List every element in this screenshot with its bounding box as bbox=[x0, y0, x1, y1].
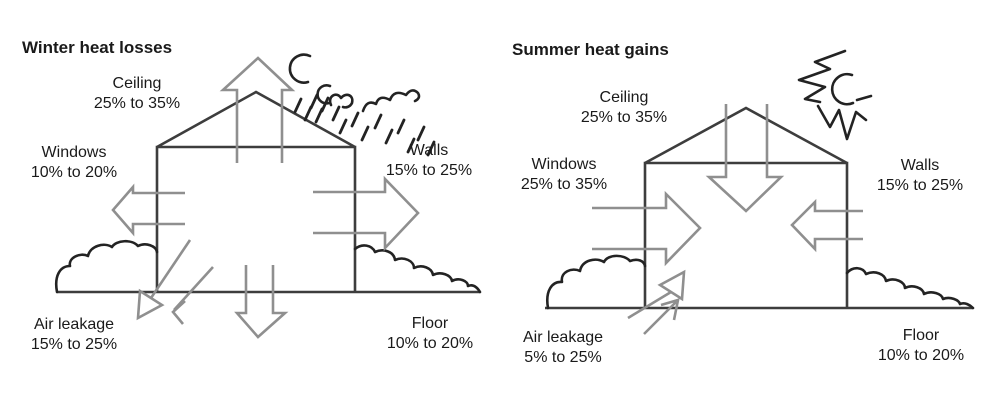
winter-arrows bbox=[111, 56, 420, 339]
summer-panel bbox=[545, 49, 975, 335]
label-name: Ceiling bbox=[112, 75, 162, 92]
summer-air-leakage-label: Air leakage 5% to 25% bbox=[523, 328, 603, 368]
summer-windows-arrow bbox=[592, 190, 702, 267]
label-range: 15% to 25% bbox=[30, 336, 118, 353]
label-range: 5% to 25% bbox=[524, 349, 602, 366]
winter-walls-arrow bbox=[313, 175, 420, 252]
winter-ceiling-arrow bbox=[219, 56, 296, 163]
label-name: Floor bbox=[902, 327, 940, 344]
label-range: 10% to 20% bbox=[877, 347, 965, 364]
label-name: Floor bbox=[411, 315, 449, 332]
winter-ceiling-label: Ceiling 25% to 35% bbox=[94, 74, 180, 114]
summer-left-bush bbox=[546, 254, 647, 310]
label-name: Air leakage bbox=[522, 329, 604, 346]
summer-arrows bbox=[592, 104, 863, 335]
label-name: Walls bbox=[900, 157, 940, 174]
summer-panel-title: Summer heat gains bbox=[512, 40, 669, 59]
summer-ceiling-arrow bbox=[705, 104, 785, 213]
winter-panel bbox=[54, 53, 482, 339]
winter-air-leakage-arrows bbox=[136, 239, 214, 325]
summer-walls-arrow bbox=[790, 198, 863, 253]
winter-air-leakage-label: Air leakage 15% to 25% bbox=[31, 315, 117, 355]
summer-air-leakage-arrows bbox=[627, 269, 686, 335]
summer-floor-label: Floor 10% to 20% bbox=[878, 326, 964, 366]
summer-ceiling-label: Ceiling 25% to 35% bbox=[581, 88, 667, 128]
label-range: 25% to 35% bbox=[93, 95, 181, 112]
winter-windows-label: Windows 10% to 20% bbox=[31, 143, 117, 183]
summer-right-bush bbox=[845, 266, 975, 310]
winter-windows-arrow bbox=[111, 183, 185, 237]
winter-panel-title: Winter heat losses bbox=[22, 38, 173, 57]
summer-windows-label: Windows 25% to 35% bbox=[521, 155, 607, 195]
winter-floor-arrow bbox=[234, 265, 289, 339]
label-name: Windows bbox=[41, 144, 107, 161]
winter-house-outline bbox=[57, 90, 480, 294]
label-range: 10% to 20% bbox=[386, 335, 474, 352]
label-name: Air leakage bbox=[33, 316, 115, 333]
summer-walls-label: Walls 15% to 25% bbox=[877, 156, 963, 196]
winter-floor-label: Floor 10% to 20% bbox=[387, 314, 473, 354]
winter-right-bush bbox=[353, 244, 482, 294]
label-name: Windows bbox=[531, 156, 597, 173]
label-range: 15% to 25% bbox=[876, 177, 964, 194]
rain-dashes bbox=[293, 93, 436, 157]
label-name: Walls bbox=[409, 142, 449, 159]
label-name: Ceiling bbox=[599, 89, 649, 106]
label-range: 15% to 25% bbox=[385, 162, 473, 179]
label-range: 25% to 35% bbox=[520, 176, 608, 193]
summer-house-outline bbox=[545, 106, 973, 310]
label-range: 25% to 35% bbox=[580, 109, 668, 126]
sun-icon bbox=[797, 49, 873, 141]
label-range: 10% to 20% bbox=[30, 164, 118, 181]
winter-left-bush bbox=[54, 239, 159, 294]
rain-cloud-icon bbox=[288, 53, 436, 157]
winter-walls-label: Walls 15% to 25% bbox=[386, 141, 472, 181]
